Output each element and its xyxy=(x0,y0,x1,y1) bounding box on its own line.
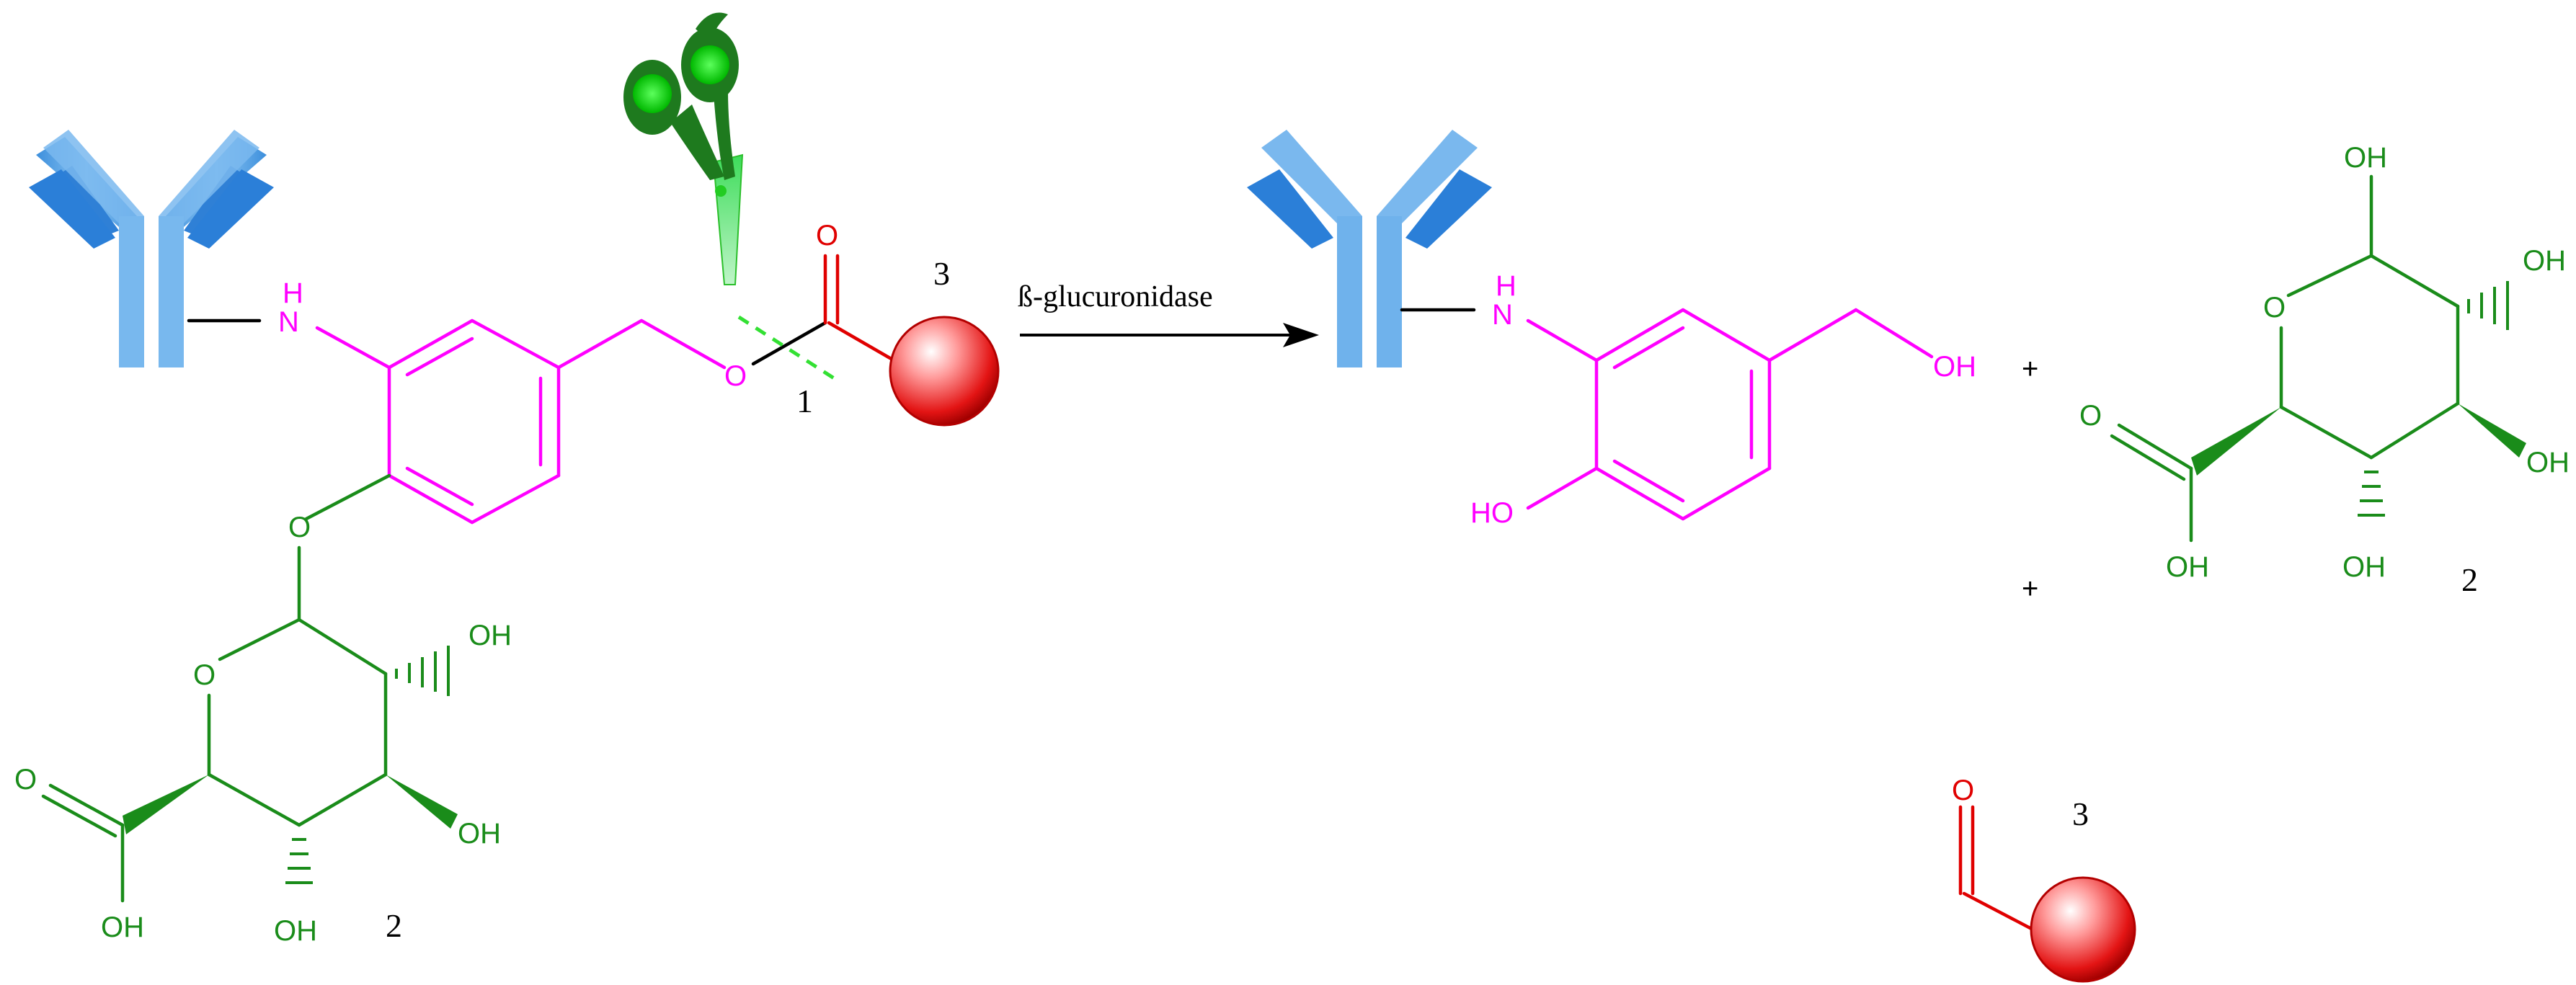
wedge-bond-product-2 xyxy=(2191,407,2281,476)
stereo-bonds-product xyxy=(2358,281,2509,517)
acid-o-left: O xyxy=(14,764,37,795)
ester-o-label: O xyxy=(724,360,747,392)
ester-bond xyxy=(751,321,827,366)
enzyme-label: ß-glucuronidase xyxy=(1018,280,1213,313)
wedge-bond-left-1 xyxy=(386,775,458,829)
aldehyde-o-label: O xyxy=(1952,775,1974,806)
oh-left-1: OH xyxy=(468,620,512,651)
label-2-left: 2 xyxy=(386,907,402,944)
oh-left-2: OH xyxy=(458,818,501,850)
scissors-icon xyxy=(623,12,744,285)
oh-product-4: OH xyxy=(2342,551,2386,583)
arrow-head-icon xyxy=(1283,323,1319,347)
ho-phenol-product: HO xyxy=(1470,497,1514,529)
oh-anomeric-product: OH xyxy=(2344,142,2387,174)
plus-sign-1: + xyxy=(2022,353,2038,385)
stereo-bonds-left xyxy=(285,646,450,884)
drug-sphere-icon xyxy=(889,316,1000,427)
wedge-bond-product-1 xyxy=(2458,404,2526,458)
label-2-product: 2 xyxy=(2461,561,2478,598)
oh-product-2: OH xyxy=(2523,245,2566,277)
antibody-icon xyxy=(29,130,274,367)
oh-left-acid: OH xyxy=(101,912,144,943)
glucuronic-acid-product xyxy=(2110,174,2460,543)
nh-n-product: N xyxy=(1492,299,1513,331)
oh-left-3: OH xyxy=(274,915,317,947)
label-1-cleavage: 1 xyxy=(796,383,813,419)
benzene-ring-left xyxy=(304,318,727,525)
ring-o-left: O xyxy=(193,659,216,691)
label-3-product: 3 xyxy=(2072,795,2089,832)
antibody-icon-product xyxy=(1247,130,1492,367)
glycosidic-o-label: O xyxy=(288,512,311,543)
carbonyl-o-label: O xyxy=(816,220,838,251)
oh-benzylic-product: OH xyxy=(1933,351,1976,383)
cleavage-site xyxy=(737,315,841,384)
benzene-ring-product xyxy=(1526,308,1934,521)
oh-product-3: OH xyxy=(2526,447,2570,478)
carbonyl-group xyxy=(823,254,896,362)
ring-o-product: O xyxy=(2263,292,2286,324)
label-3-payload: 3 xyxy=(933,255,950,292)
drug-sphere-icon-product xyxy=(2030,876,2136,983)
wedge-bond-left-2 xyxy=(123,775,209,834)
nh-n-label: N xyxy=(278,306,299,338)
oh-acid-product: OH xyxy=(2166,551,2209,583)
aldehyde-group-product xyxy=(1958,805,2042,935)
plus-sign-2: + xyxy=(2022,573,2038,605)
glucuronide-ring-left xyxy=(41,545,388,903)
nh-h-label: H xyxy=(283,277,303,309)
nh-h-product: H xyxy=(1496,270,1516,302)
acid-o-product: O xyxy=(2079,400,2102,432)
